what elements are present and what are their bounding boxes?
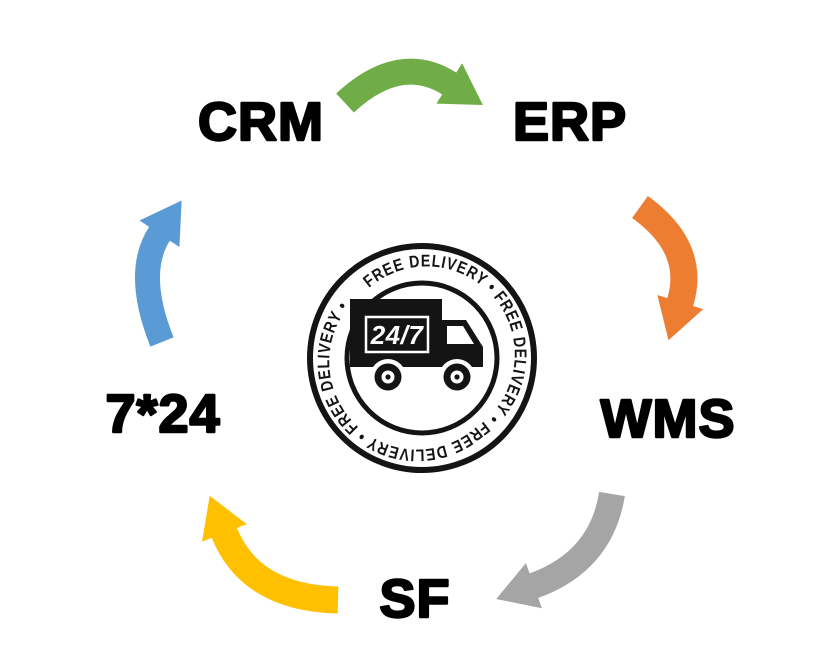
truck-cab-window — [447, 326, 474, 344]
arrow-724-to-crm — [135, 200, 182, 347]
truck-rear-wheel-hub — [385, 374, 391, 380]
node-label-724: 7*24 — [105, 384, 220, 444]
truck-front-wheel-hub — [454, 374, 460, 380]
arrow-sf-to-724 — [202, 495, 339, 614]
node-label-erp: ERP — [513, 92, 627, 152]
node-label-crm: CRM — [198, 92, 324, 152]
arrow-wms-to-sf — [496, 491, 625, 609]
delivery-truck-icon: 24/7 — [350, 299, 483, 395]
truck-plate-label: 24/7 — [370, 320, 425, 350]
node-label-wms: WMS — [601, 389, 736, 449]
node-label-sf: SF — [379, 569, 450, 629]
truck-plate-frame — [364, 315, 430, 354]
free-delivery-badge: FREE DELIVERY • FREE DELIVERY • FREE DEL… — [307, 243, 537, 473]
arrow-crm-to-erp — [336, 58, 483, 113]
arrow-erp-to-wms — [631, 196, 704, 341]
